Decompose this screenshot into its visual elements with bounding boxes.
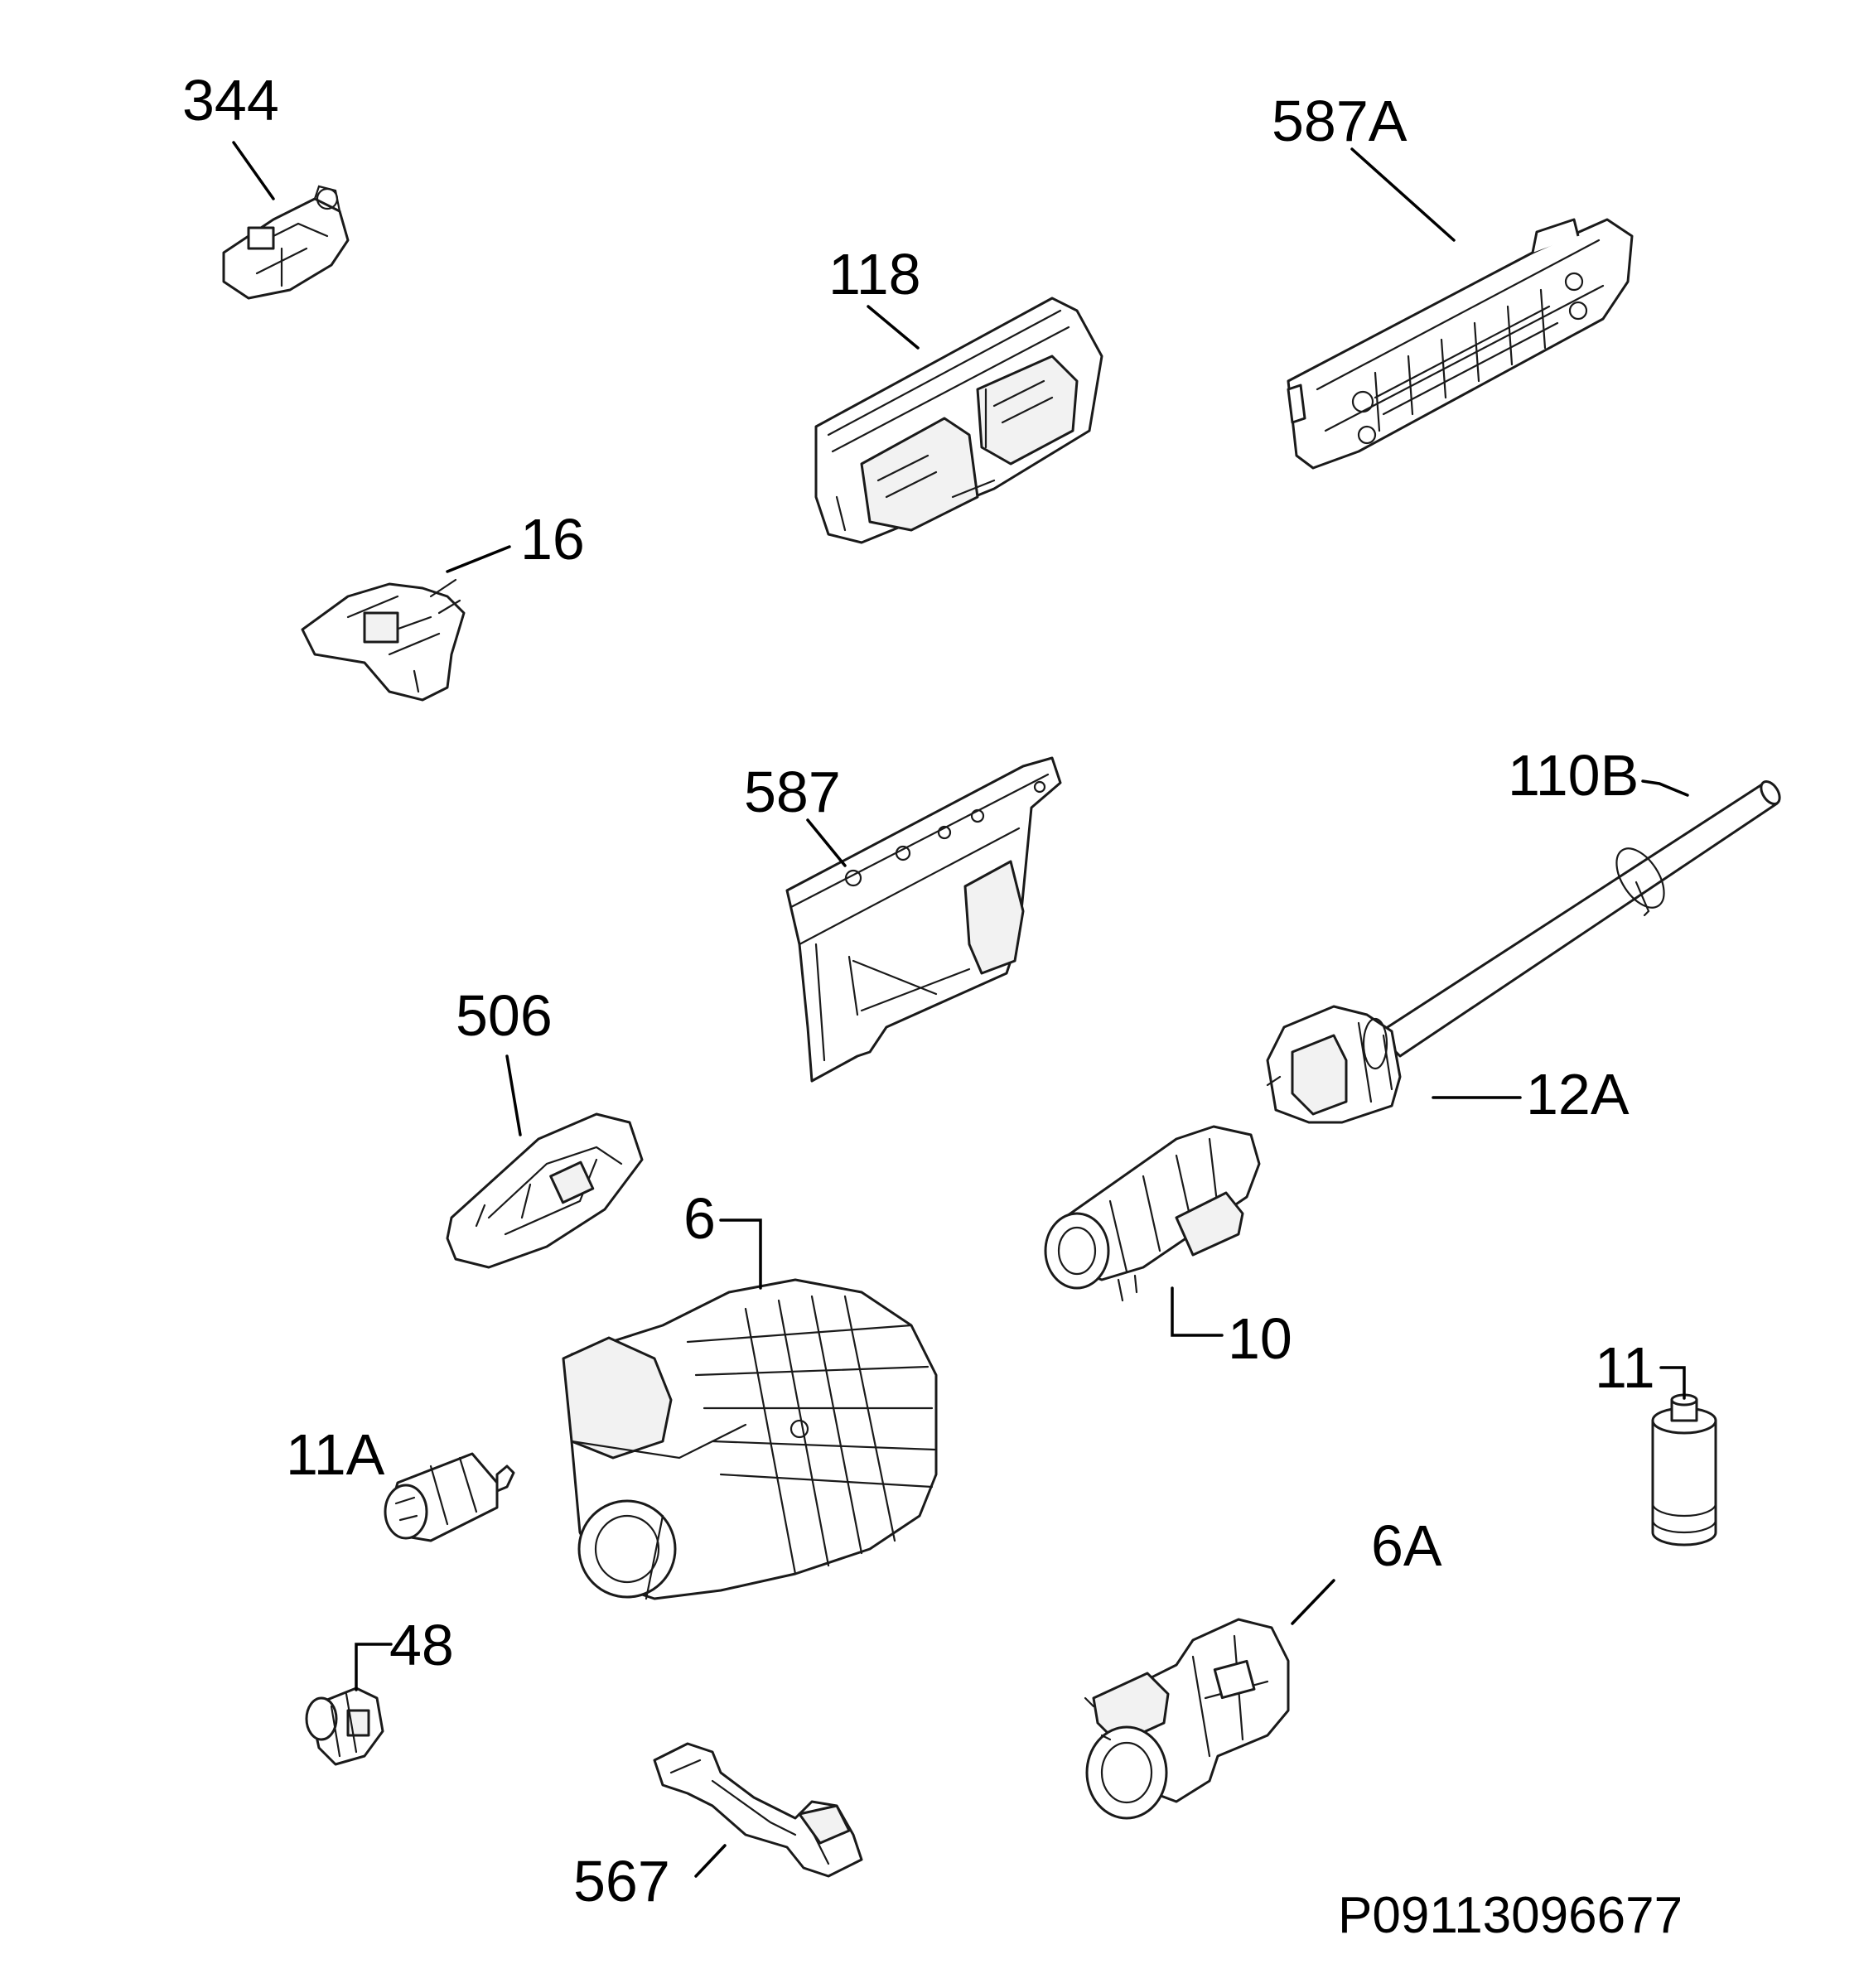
- part-587A-drawing: [1287, 218, 1634, 470]
- part-6-drawing: [562, 1278, 938, 1600]
- label-587: 587: [744, 760, 841, 824]
- reference-code: P09113096677: [1338, 1887, 1683, 1944]
- part-48-drawing: [305, 1686, 384, 1766]
- label-16: 16: [520, 507, 585, 572]
- label-48: 48: [389, 1613, 454, 1677]
- part-11A-drawing: [384, 1452, 515, 1542]
- part-110B-12A-drawing: [1266, 779, 1781, 1124]
- label-344: 344: [182, 68, 279, 133]
- label-12A: 12A: [1526, 1062, 1630, 1127]
- part-6A-drawing: [1084, 1618, 1290, 1820]
- label-118: 118: [828, 242, 921, 306]
- part-506-drawing: [446, 1112, 644, 1269]
- label-587A: 587A: [1272, 89, 1408, 153]
- label-567: 567: [573, 1849, 670, 1913]
- part-344-drawing: [222, 185, 350, 300]
- label-6A: 6A: [1371, 1513, 1442, 1578]
- part-567-drawing: [653, 1742, 863, 1878]
- label-506: 506: [456, 983, 553, 1048]
- part-11-drawing: [1651, 1393, 1717, 1546]
- label-110B: 110B: [1508, 743, 1639, 808]
- label-10: 10: [1228, 1306, 1292, 1371]
- part-10-drawing: [1044, 1125, 1261, 1302]
- label-11: 11: [1595, 1335, 1655, 1400]
- part-587-drawing: [785, 756, 1062, 1083]
- label-11A: 11A: [286, 1422, 385, 1487]
- label-6: 6: [683, 1186, 716, 1251]
- part-118-drawing: [814, 297, 1103, 544]
- part-16-drawing: [301, 578, 466, 702]
